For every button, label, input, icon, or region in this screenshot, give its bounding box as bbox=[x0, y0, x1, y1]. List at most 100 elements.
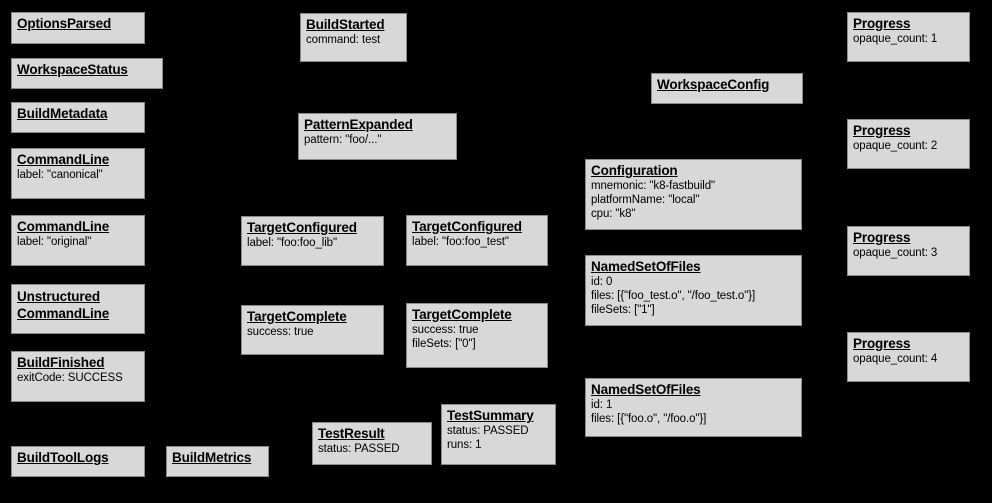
node-test-summary[interactable]: TestSummary status: PASSED runs: 1 bbox=[441, 404, 556, 465]
node-title: TargetComplete bbox=[247, 309, 378, 325]
node-options-parsed[interactable]: OptionsParsed bbox=[11, 12, 145, 44]
node-fields: label: "foo:foo_lib" bbox=[247, 236, 378, 250]
node-fields: status: PASSED runs: 1 bbox=[447, 424, 550, 452]
node-fields: status: PASSED bbox=[318, 442, 426, 456]
node-title-line: Progress bbox=[853, 16, 911, 31]
node-field: id: 1 bbox=[591, 399, 613, 411]
node-title: Progress bbox=[853, 16, 964, 32]
node-field: fileSets: ["0"] bbox=[412, 338, 476, 350]
node-progress-4[interactable]: Progress opaque_count: 4 bbox=[847, 332, 970, 382]
node-title: Progress bbox=[853, 123, 964, 139]
node-title-line: TestSummary bbox=[447, 408, 534, 423]
node-title-line: NamedSetOfFiles bbox=[591, 382, 701, 397]
node-fields: opaque_count: 3 bbox=[853, 246, 964, 260]
node-title-line: BuildToolLogs bbox=[17, 450, 109, 465]
node-field: mnemonic: "k8-fastbuild" bbox=[591, 180, 716, 192]
node-field: opaque_count: 4 bbox=[853, 353, 938, 365]
node-field: files: [{"foo_test.o", "/foo_test.o"}] bbox=[591, 290, 756, 302]
node-fields: opaque_count: 1 bbox=[853, 32, 964, 46]
node-workspace-config[interactable]: WorkspaceConfig bbox=[651, 73, 803, 104]
node-field: platformName: "local" bbox=[591, 194, 700, 206]
node-field: command: test bbox=[306, 34, 381, 46]
node-title: OptionsParsed bbox=[17, 16, 139, 32]
node-field: label: "canonical" bbox=[17, 169, 103, 181]
node-fields: pattern: "foo/..." bbox=[304, 133, 451, 147]
node-title-line: CommandLine bbox=[17, 306, 110, 321]
node-fields: success: true bbox=[247, 325, 378, 339]
node-title: Progress bbox=[853, 336, 964, 352]
node-configuration[interactable]: Configuration mnemonic: "k8-fastbuild" pla… bbox=[585, 159, 802, 230]
node-title-line: TargetComplete bbox=[247, 309, 347, 324]
node-title-line: TestResult bbox=[318, 426, 385, 441]
node-title-line: BuildMetadata bbox=[17, 106, 108, 121]
node-field: cpu: "k8" bbox=[591, 208, 636, 220]
node-title: TestSummary bbox=[447, 408, 550, 424]
node-field: status: PASSED bbox=[447, 425, 529, 437]
node-title-line: BuildMetrics bbox=[172, 450, 252, 465]
node-title: BuildMetrics bbox=[172, 450, 263, 466]
node-command-line-original[interactable]: CommandLine label: "original" bbox=[11, 215, 145, 266]
node-fields: label: "original" bbox=[17, 235, 139, 249]
node-build-metrics[interactable]: BuildMetrics bbox=[166, 446, 269, 477]
node-field: success: true bbox=[412, 324, 479, 336]
node-fields: mnemonic: "k8-fastbuild" platformName: "l… bbox=[591, 179, 796, 221]
node-title-line: BuildStarted bbox=[306, 17, 385, 32]
node-title: WorkspaceConfig bbox=[657, 77, 797, 93]
node-title: CommandLine bbox=[17, 152, 139, 168]
node-fields: opaque_count: 2 bbox=[853, 139, 964, 153]
node-field: pattern: "foo/..." bbox=[304, 134, 382, 146]
node-title-line: Configuration bbox=[591, 163, 678, 178]
node-title-line: Progress bbox=[853, 336, 911, 351]
node-fields: command: test bbox=[306, 33, 401, 47]
node-title-line: PatternExpanded bbox=[304, 117, 413, 132]
node-build-metadata[interactable]: BuildMetadata bbox=[11, 102, 145, 133]
node-field: opaque_count: 1 bbox=[853, 33, 938, 45]
node-field: status: PASSED bbox=[318, 443, 400, 455]
node-title: TargetConfigured bbox=[247, 220, 378, 236]
node-pattern-expanded[interactable]: PatternExpanded pattern: "foo/..." bbox=[298, 113, 457, 160]
node-title: BuildToolLogs bbox=[17, 450, 139, 466]
node-title: CommandLine bbox=[17, 219, 139, 235]
node-title-line: CommandLine bbox=[17, 152, 110, 167]
node-build-tool-logs[interactable]: BuildToolLogs bbox=[11, 446, 145, 477]
node-field: label: "foo:foo_test" bbox=[412, 236, 509, 248]
node-title-line: TargetConfigured bbox=[247, 220, 357, 235]
node-field: id: 0 bbox=[591, 276, 613, 288]
node-field: runs: 1 bbox=[447, 439, 482, 451]
node-title: TargetComplete bbox=[412, 307, 542, 323]
node-title-line: WorkspaceStatus bbox=[17, 62, 128, 77]
node-title: NamedSetOfFiles bbox=[591, 382, 796, 398]
node-title: TestResult bbox=[318, 426, 426, 442]
node-title-line: Unstructured bbox=[17, 289, 100, 304]
node-title-line: BuildFinished bbox=[17, 355, 105, 370]
node-fields: label: "canonical" bbox=[17, 168, 139, 182]
node-fields: label: "foo:foo_test" bbox=[412, 235, 542, 249]
node-workspace-status[interactable]: WorkspaceStatus bbox=[11, 58, 163, 89]
node-title: BuildFinished bbox=[17, 355, 139, 371]
node-title-line: Progress bbox=[853, 123, 911, 138]
node-target-configured-test[interactable]: TargetConfigured label: "foo:foo_test" bbox=[406, 215, 548, 266]
node-command-line-canonical[interactable]: CommandLine label: "canonical" bbox=[11, 148, 145, 199]
node-build-started[interactable]: BuildStarted command: test bbox=[300, 13, 407, 62]
node-fields: success: true fileSets: ["0"] bbox=[412, 323, 542, 351]
node-title: NamedSetOfFiles bbox=[591, 259, 796, 275]
node-title-line: TargetConfigured bbox=[412, 219, 522, 234]
node-field: opaque_count: 3 bbox=[853, 247, 938, 259]
node-progress-1[interactable]: Progress opaque_count: 1 bbox=[847, 12, 970, 62]
node-title: Configuration bbox=[591, 163, 796, 179]
node-title-line: CommandLine bbox=[17, 219, 110, 234]
node-test-result[interactable]: TestResult status: PASSED bbox=[312, 422, 432, 465]
node-field: label: "original" bbox=[17, 236, 92, 248]
